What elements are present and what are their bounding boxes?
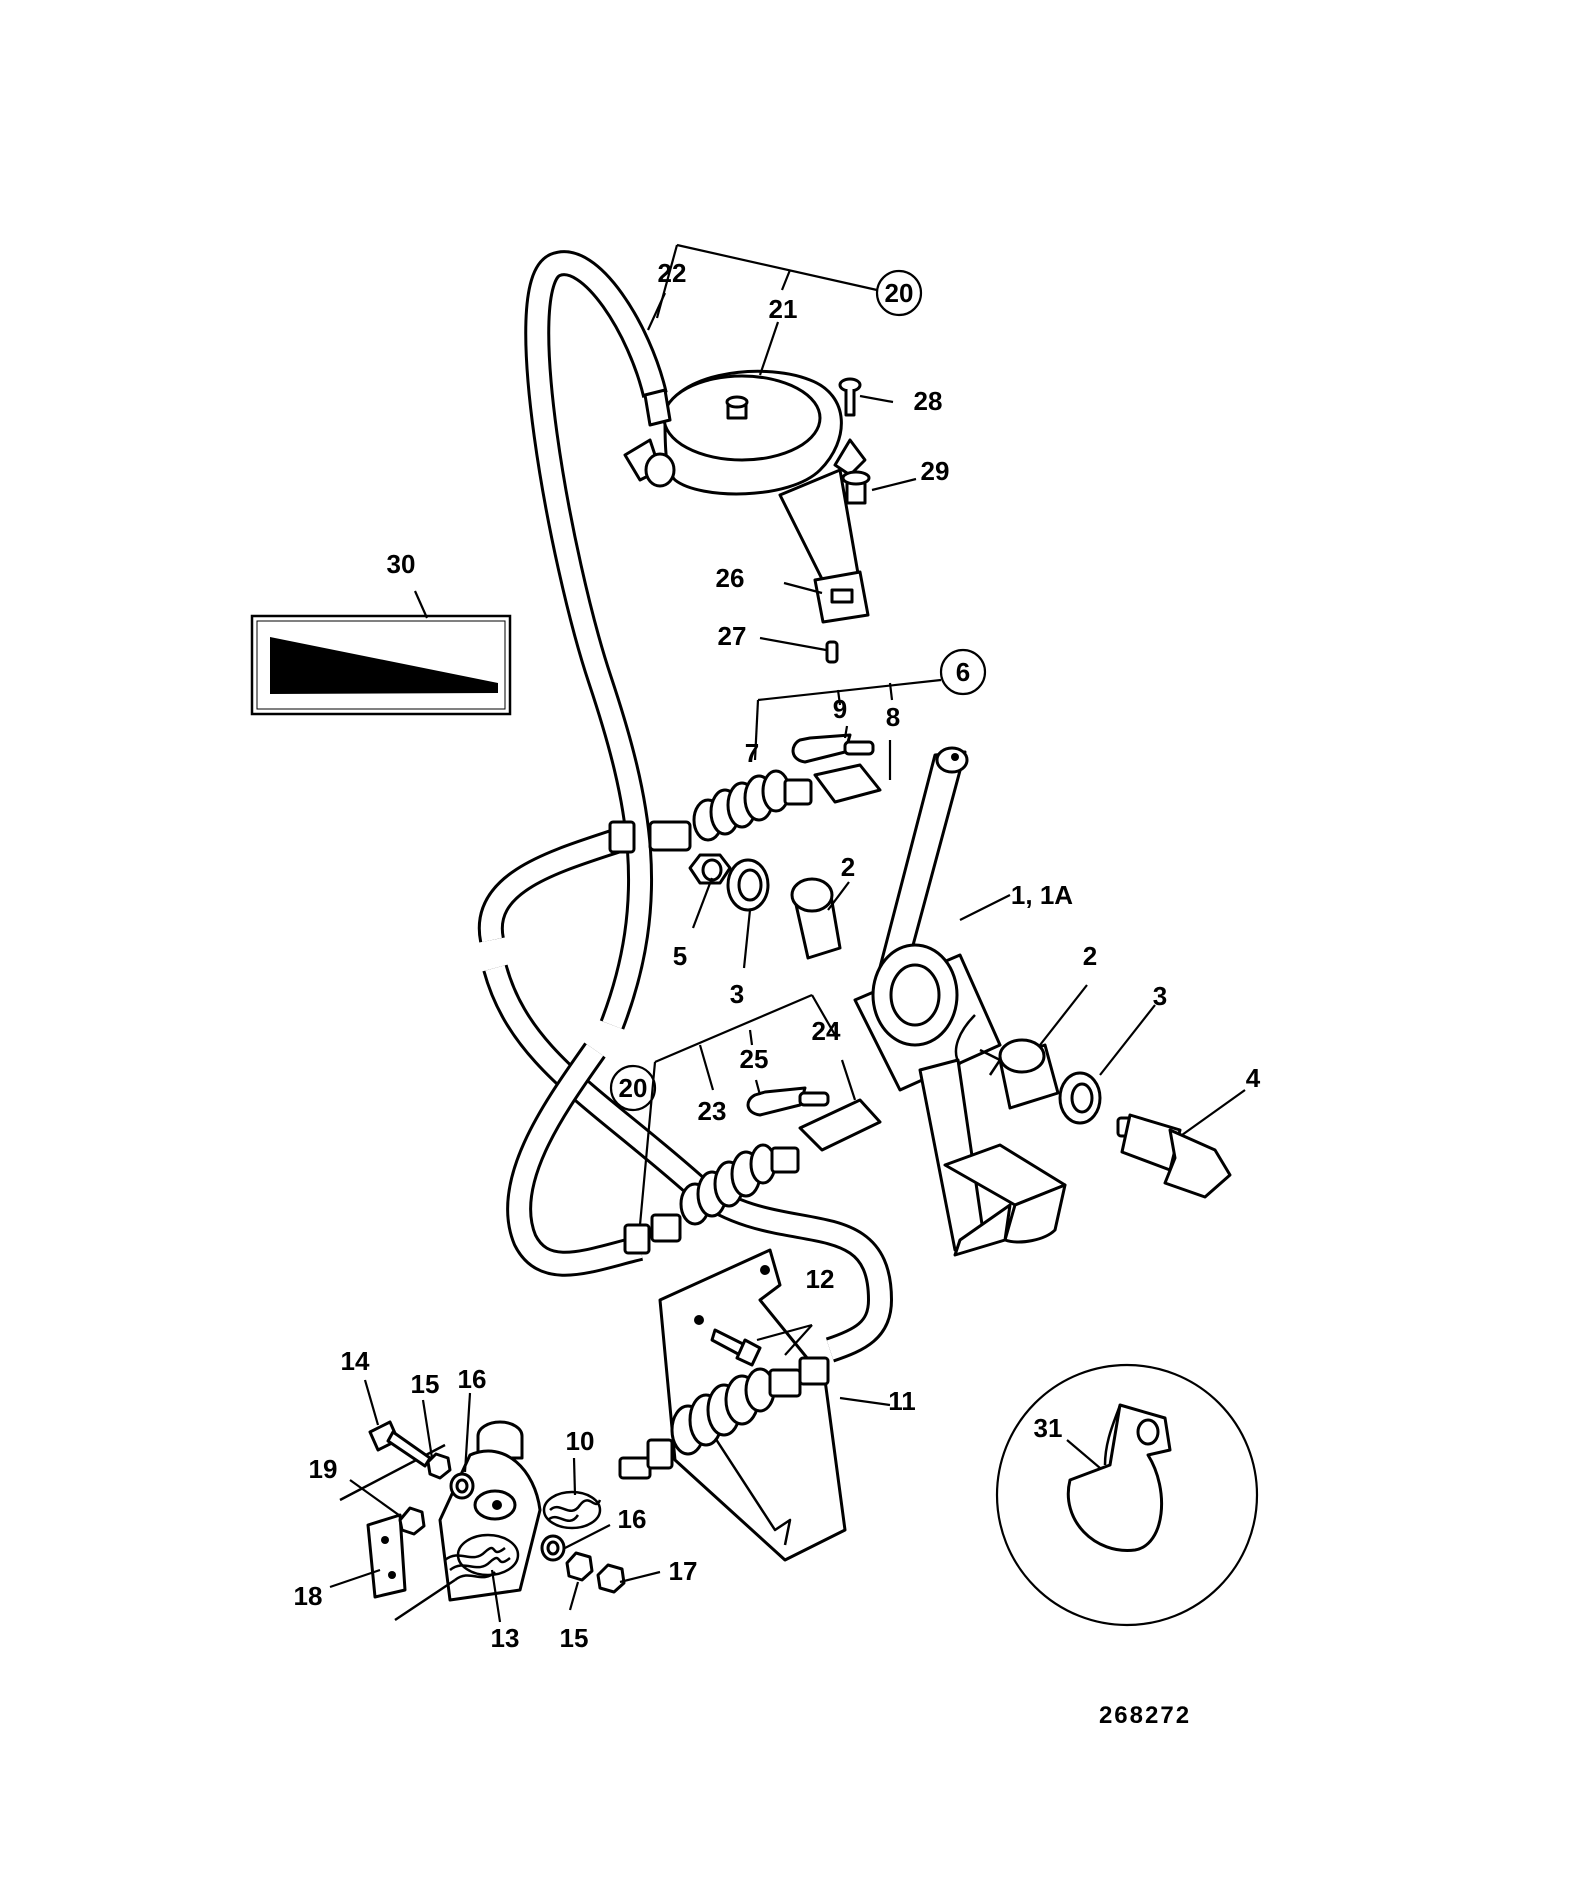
callout-labels: 22 21 20 28 29 30 26 27 6 9 8 7 1, 1A 2 …	[294, 258, 1261, 1653]
callout-23: 23	[698, 1096, 727, 1126]
callout-7: 7	[745, 738, 759, 768]
cable-throttle-loop	[482, 964, 894, 1363]
clip-9	[791, 733, 875, 764]
callout-8: 8	[886, 702, 900, 732]
callout-15-right: 15	[560, 1623, 589, 1653]
cable-7-end	[608, 763, 882, 854]
callout-9: 9	[833, 694, 847, 724]
hand-throttle-housing	[623, 369, 870, 624]
callout-11: 11	[888, 1386, 916, 1416]
callout-20-mid: 20	[619, 1073, 648, 1103]
nut-5	[688, 853, 732, 885]
callout-16-right: 16	[618, 1504, 647, 1534]
cable-lower-left-loop	[506, 1042, 644, 1277]
pump-lever-assembly	[339, 1420, 542, 1622]
warning-plate-30	[250, 614, 512, 716]
callout-15-left: 15	[411, 1369, 440, 1399]
washer-3-left	[726, 858, 770, 912]
leader-lines	[329, 243, 1246, 1623]
callout-2-right: 2	[1083, 941, 1097, 971]
kit-circle-6	[939, 648, 987, 696]
callout-26: 26	[716, 563, 745, 593]
callout-19: 19	[309, 1454, 338, 1484]
callout-18: 18	[294, 1581, 323, 1611]
callout-1-1a: 1, 1A	[1011, 880, 1073, 910]
callout-4: 4	[1246, 1063, 1261, 1093]
callout-27: 27	[718, 621, 747, 651]
callout-14: 14	[341, 1346, 370, 1376]
spring-10	[542, 1490, 602, 1530]
cable-23-end	[623, 1098, 882, 1255]
callout-16-left: 16	[458, 1364, 487, 1394]
callout-5: 5	[673, 941, 687, 971]
callout-24: 24	[812, 1016, 841, 1046]
bush-29	[841, 470, 871, 505]
callout-30: 30	[387, 549, 416, 579]
bolt-12	[710, 1328, 762, 1367]
kit-circle-20-top	[875, 269, 923, 317]
callout-3-right: 3	[1153, 981, 1167, 1011]
pin-27	[825, 640, 839, 664]
detail-circle-31	[995, 1363, 1259, 1627]
callout-12: 12	[806, 1264, 835, 1294]
bushing-2-left	[790, 877, 842, 960]
callout-28: 28	[914, 386, 943, 416]
callout-21: 21	[769, 294, 798, 324]
callout-20-top: 20	[885, 278, 914, 308]
nut-17	[596, 1563, 626, 1594]
callout-25: 25	[740, 1044, 769, 1074]
drawing-reference-number: 268272	[1099, 1702, 1191, 1729]
knob-22-end	[643, 388, 672, 427]
nut-19	[398, 1506, 426, 1536]
cable-upper-left	[477, 825, 630, 943]
nut-15-right	[565, 1551, 594, 1582]
pivot-bolt-4	[1116, 1113, 1232, 1199]
callout-13: 13	[491, 1623, 520, 1653]
callout-22: 22	[658, 258, 687, 288]
screw-28	[838, 377, 862, 417]
callout-6: 6	[956, 657, 970, 687]
callout-17: 17	[669, 1556, 698, 1586]
pedal-pad	[943, 1143, 1067, 1257]
bolt-14	[368, 1420, 432, 1468]
pedal-lever-1	[853, 746, 1002, 1252]
callout-29: 29	[921, 456, 950, 486]
callout-3-left: 3	[730, 979, 744, 1009]
callout-31: 31	[1034, 1413, 1063, 1443]
cable-11-end	[618, 1356, 830, 1480]
bushing-2-right	[998, 1038, 1060, 1110]
washer-16-right	[540, 1534, 566, 1562]
callout-10: 10	[566, 1426, 595, 1456]
cable-outer-loop	[524, 250, 668, 1030]
nut-15-left	[426, 1452, 452, 1480]
kit-circle-20-mid	[609, 1064, 657, 1112]
callout-2-left: 2	[841, 852, 855, 882]
clip-25	[746, 1086, 830, 1117]
washer-16-left	[449, 1472, 475, 1500]
washer-3-right	[1058, 1071, 1102, 1125]
